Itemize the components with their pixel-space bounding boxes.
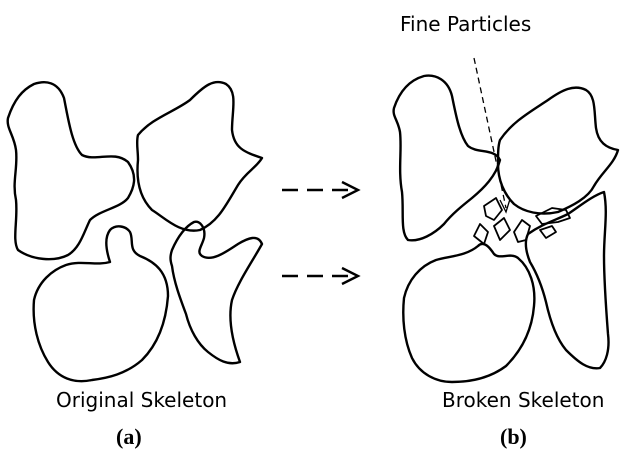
particle-a-bottom-right — [171, 222, 263, 364]
original-skeleton-caption: Original Skeleton — [56, 388, 227, 412]
particle-b-top-left — [394, 76, 500, 241]
fine-particle-1 — [484, 198, 502, 220]
particle-b-bottom-left — [403, 244, 534, 382]
fine-particle-2 — [474, 224, 488, 244]
original-skeleton-group — [8, 82, 262, 381]
fine-particle-3 — [494, 218, 510, 240]
broken-skeleton-group — [394, 58, 618, 382]
fine-particles-pointer-line — [474, 58, 506, 208]
particle-a-bottom-left — [34, 226, 168, 381]
panel-b-label: (b) — [500, 424, 527, 450]
transition-arrows — [282, 182, 358, 284]
fine-particles-label: Fine Particles — [400, 12, 531, 36]
broken-skeleton-caption: Broken Skeleton — [442, 388, 604, 412]
panel-a-label: (a) — [116, 424, 142, 450]
particle-a-top-left — [8, 82, 134, 259]
fine-particle-6 — [540, 226, 556, 238]
particle-a-top-right — [137, 82, 262, 231]
